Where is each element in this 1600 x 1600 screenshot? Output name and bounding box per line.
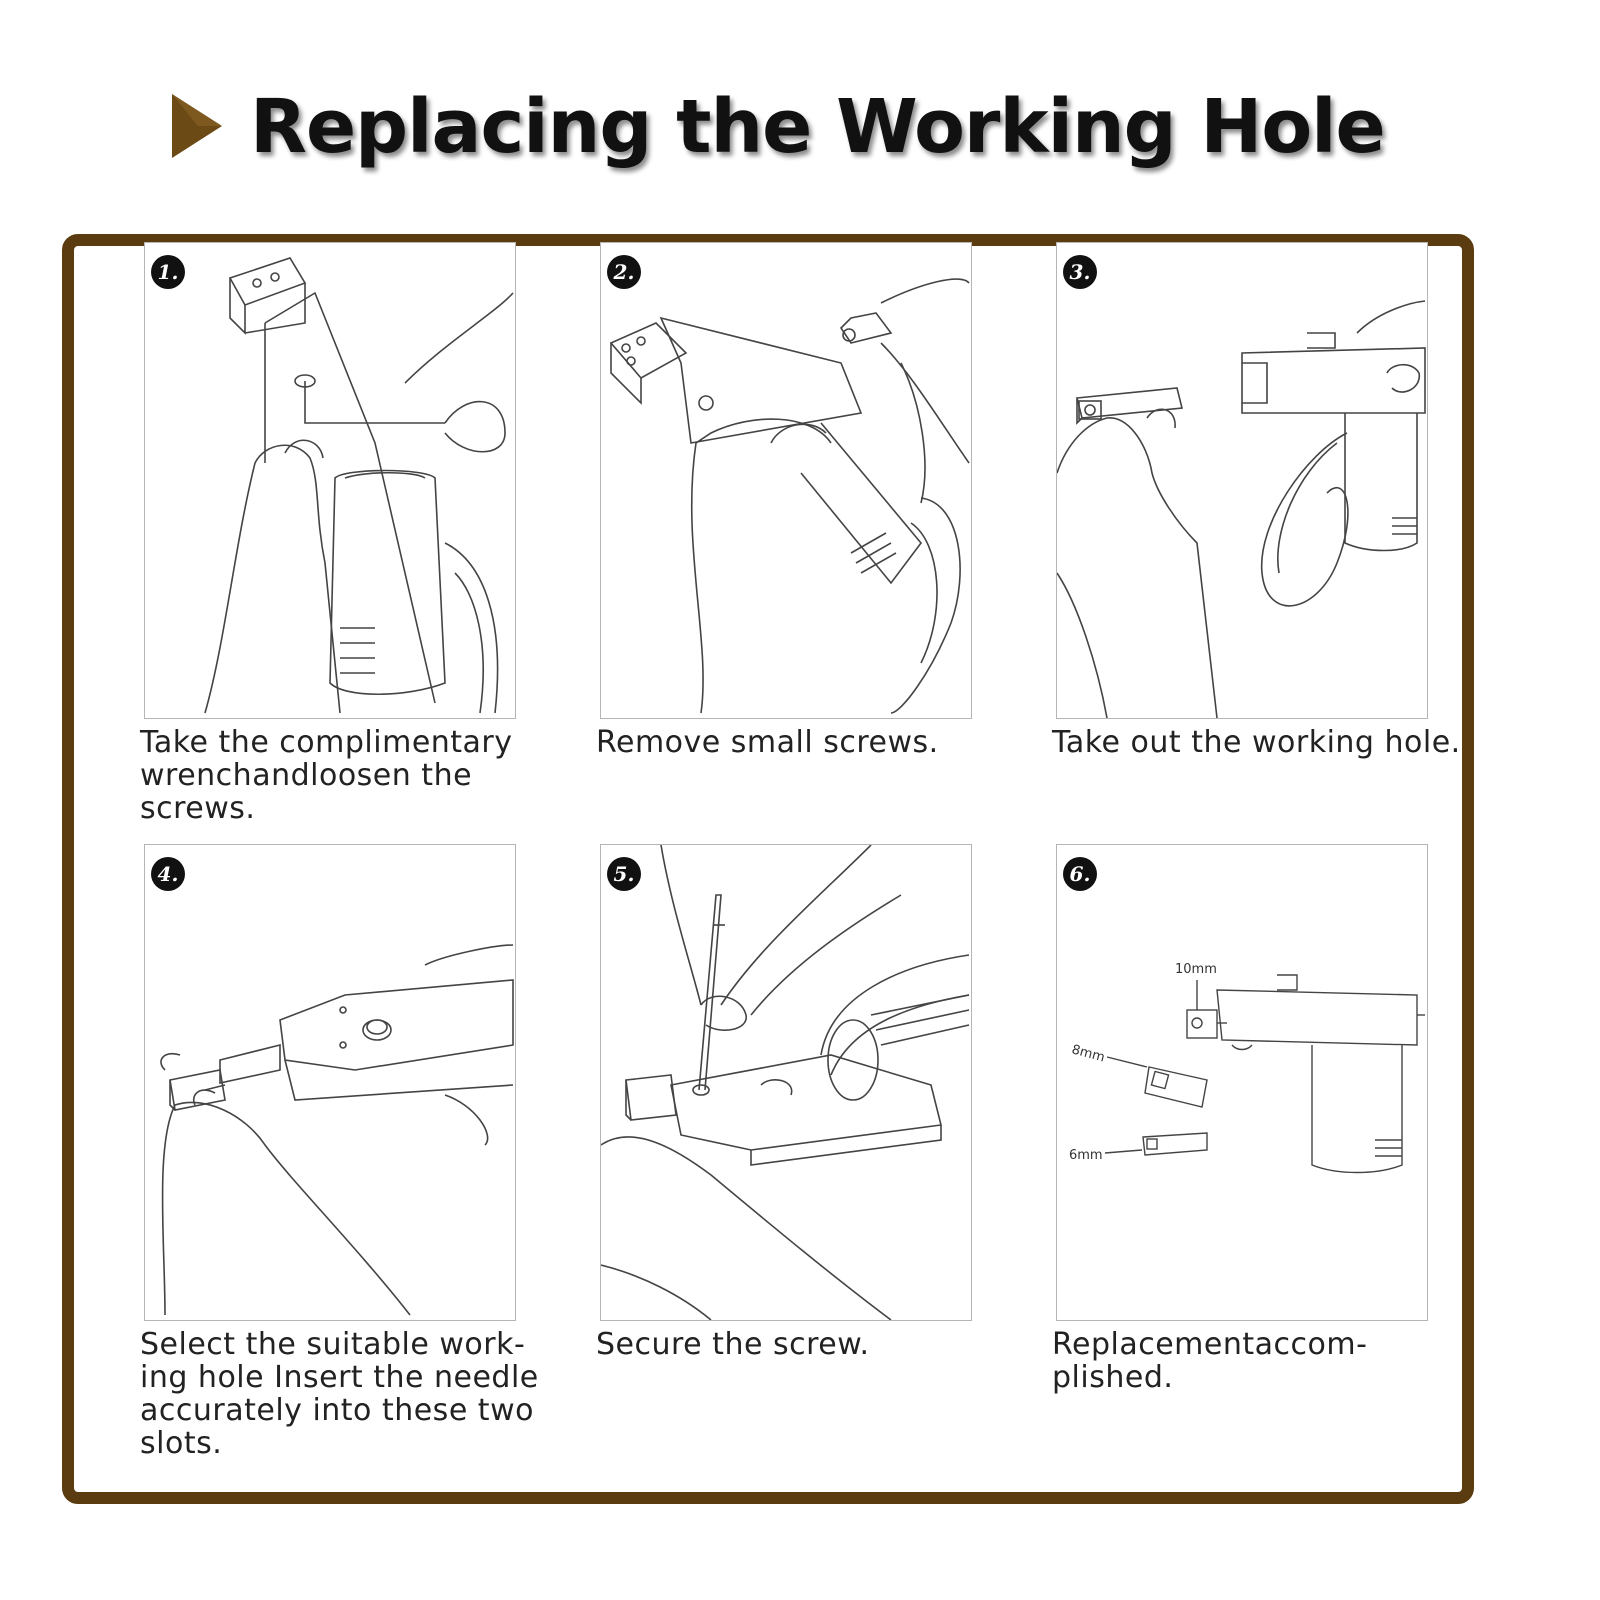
- step-5-number-badge: 5.: [607, 857, 641, 891]
- step-6-illustration: 6. 10mm 8mm 6mm: [1056, 844, 1428, 1321]
- step-6-number-badge: 6.: [1063, 857, 1097, 891]
- step-4-caption: Select the suitable work-ing hole Insert…: [140, 1328, 550, 1460]
- step-3-number-badge: 3.: [1063, 255, 1097, 289]
- play-arrow-icon: [168, 90, 224, 162]
- step-5-illustration: 5.: [600, 844, 972, 1321]
- step-6-caption: Replacementaccom-plished.: [1052, 1328, 1462, 1394]
- remove-screws-illustration-icon: [601, 243, 971, 718]
- step-1-caption: Take the complimentary wrenchandloosen t…: [140, 726, 550, 825]
- step-2-caption: Remove small screws.: [596, 726, 1006, 759]
- take-out-hole-illustration-icon: [1057, 243, 1427, 718]
- size-label-6mm: 6mm: [1069, 1148, 1103, 1163]
- step-2-number-badge: 2.: [607, 255, 641, 289]
- step-4-number-badge: 4.: [151, 857, 185, 891]
- insert-needle-illustration-icon: [145, 845, 515, 1320]
- instructions-frame: 1. Take the complimentar: [62, 234, 1474, 1504]
- page-title: Replacing the Working Hole: [250, 82, 1385, 172]
- step-1-illustration: 1.: [144, 242, 516, 719]
- step-4-illustration: 4.: [144, 844, 516, 1321]
- step-5-caption: Secure the screw.: [596, 1328, 1006, 1361]
- wrench-loosen-illustration-icon: [145, 243, 515, 718]
- size-label-8mm: 8mm: [1070, 1042, 1106, 1065]
- replacement-done-illustration-icon: 10mm 8mm 6mm: [1057, 845, 1427, 1320]
- step-3-illustration: 3.: [1056, 242, 1428, 719]
- step-1-number-badge: 1.: [151, 255, 185, 289]
- step-2-illustration: 2.: [600, 242, 972, 719]
- size-label-10mm: 10mm: [1175, 962, 1217, 977]
- step-3-caption: Take out the working hole.: [1052, 726, 1462, 759]
- secure-screw-illustration-icon: [601, 845, 971, 1320]
